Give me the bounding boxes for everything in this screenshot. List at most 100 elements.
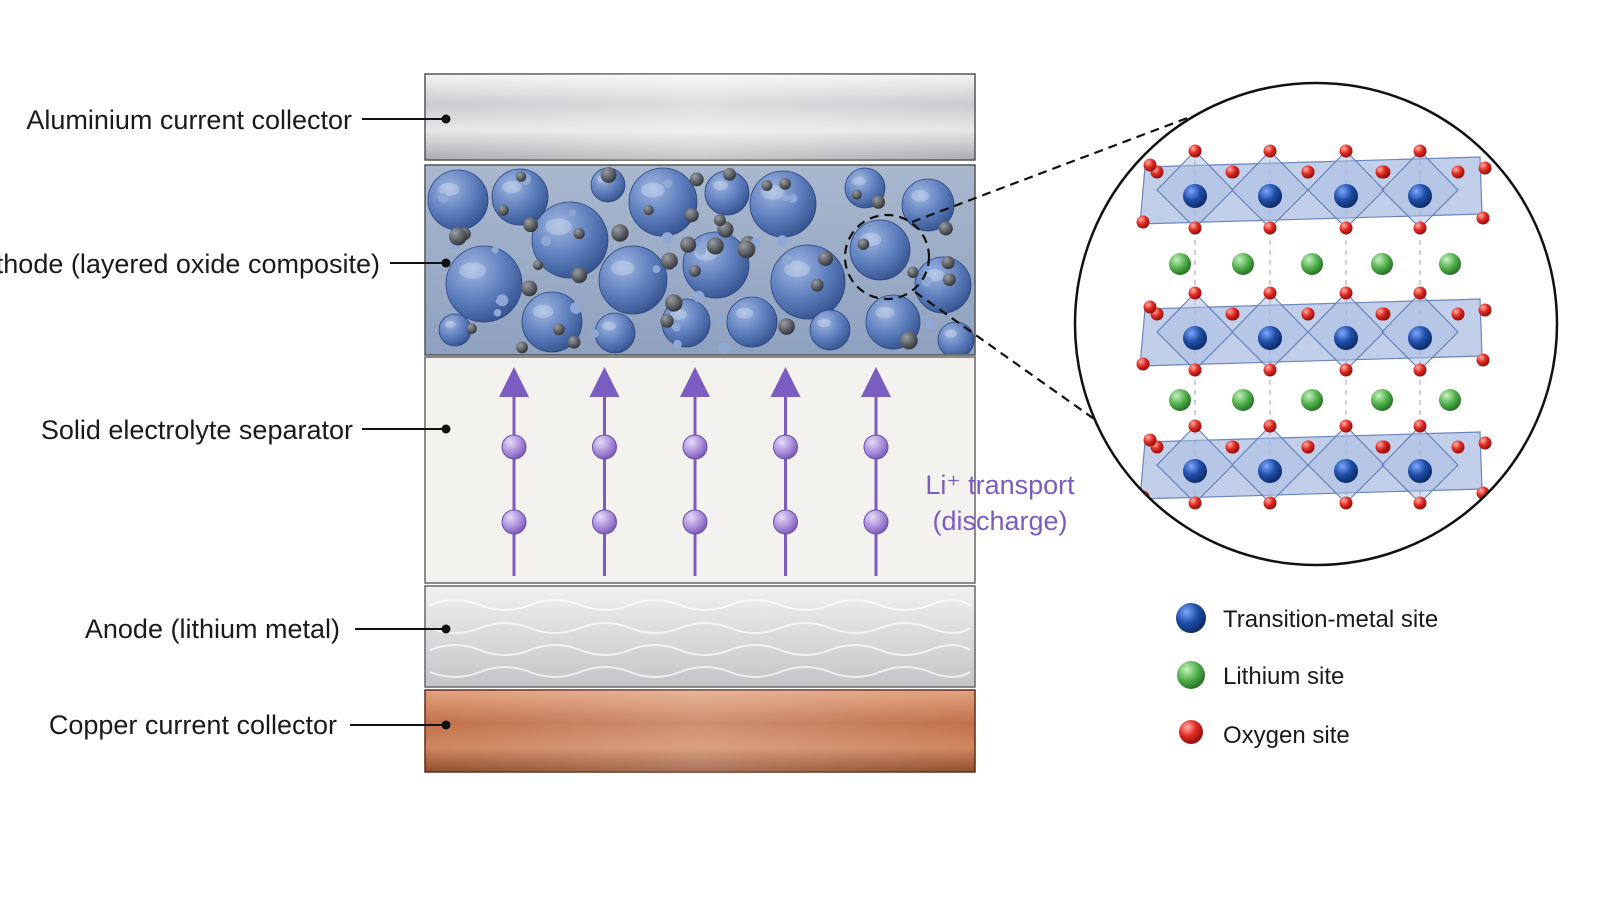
cathode-fine-particle <box>925 319 936 330</box>
carbon-particle <box>907 266 919 278</box>
lithium-ion <box>773 434 798 460</box>
carbon-particle <box>737 240 756 259</box>
carbon-particle <box>723 167 736 181</box>
lithium-atom <box>1301 389 1323 411</box>
oxygen-atom <box>1339 221 1353 235</box>
zoom-callout-top <box>911 115 1191 224</box>
oxygen-atom <box>1301 165 1315 179</box>
carbon-particle <box>900 331 918 350</box>
layer-labels: Aluminium current collector Cathode (lay… <box>0 105 451 740</box>
cathode-fine-particle <box>570 302 582 314</box>
carbon-particle <box>942 273 956 286</box>
oxygen-atom <box>1339 286 1353 300</box>
legend-lithium-label: Lithium site <box>1223 663 1344 690</box>
label-anode: Anode (lithium metal) <box>85 614 340 644</box>
carbon-particle <box>466 323 477 334</box>
oxygen-atom <box>1225 165 1239 179</box>
label-copper: Copper current collector <box>49 710 337 740</box>
oxygen-atom <box>1476 353 1490 367</box>
carbon-particle <box>516 341 528 354</box>
cathode-fine-particle <box>540 235 552 247</box>
cathode-fine-particle <box>921 276 933 287</box>
carbon-particle <box>573 227 585 240</box>
oxygen-atom <box>1339 144 1353 158</box>
oxygen-atom <box>1413 286 1427 300</box>
oxygen-atom <box>1476 211 1490 225</box>
oxygen-atom <box>1143 300 1157 314</box>
transition-metal-atom <box>1334 459 1358 483</box>
carbon-particle <box>941 256 955 270</box>
carbon-particle <box>857 238 870 251</box>
cathode-fine-particle <box>590 329 600 338</box>
cathode-particle <box>809 309 851 351</box>
anode-texture <box>429 599 971 678</box>
oxygen-atom <box>1413 496 1427 510</box>
carbon-particle <box>660 314 674 328</box>
oxygen-atom <box>1188 286 1202 300</box>
carbon-particle <box>778 318 795 335</box>
crystal-inset-border <box>1073 81 1559 567</box>
carbon-particle <box>706 237 724 255</box>
carbon-particle <box>810 278 824 292</box>
oxygen-atom <box>1478 161 1492 175</box>
lithium-atom <box>1169 389 1191 411</box>
transition-metal-atom <box>1334 184 1358 208</box>
leader-dot-copper <box>441 720 451 730</box>
oxygen-atom <box>1301 307 1315 321</box>
transition-metal-atom <box>1183 459 1207 483</box>
oxygen-atom <box>1188 419 1202 433</box>
cathode-particle <box>438 313 472 347</box>
oxygen-atom <box>1136 215 1150 229</box>
cathode-particle <box>531 201 609 279</box>
carbon-particle <box>680 236 697 253</box>
oxygen-atom <box>1413 363 1427 377</box>
cathode-fine-particle <box>776 235 788 246</box>
lithium-atom <box>1301 253 1323 275</box>
lithium-atom <box>1169 253 1191 275</box>
lithium-atom <box>1371 253 1393 275</box>
zoom-region-circle <box>843 213 931 301</box>
carbon-particle <box>817 251 834 267</box>
oxygen-atom <box>1143 433 1157 447</box>
legend-oxygen-icon <box>1179 720 1203 744</box>
oxygen-atom <box>1188 496 1202 510</box>
lithium-atom <box>1371 389 1393 411</box>
leader-dot-aluminium <box>441 114 451 124</box>
legend-transition-metal-icon <box>1176 603 1206 633</box>
lithium-ion <box>863 509 889 535</box>
oxygen-atom <box>1375 307 1389 321</box>
transition-metal-atom <box>1258 326 1282 350</box>
transition-metal-atom <box>1408 326 1432 350</box>
crystal-structure <box>1136 144 1492 510</box>
legend-transition-metal-label: Transition-metal site <box>1223 606 1438 633</box>
cathode-fine-particle <box>673 266 680 273</box>
carbon-particle <box>665 294 683 312</box>
carbon-particle <box>643 205 654 216</box>
lithium-atom <box>1439 389 1461 411</box>
transition-metal-atom <box>1408 459 1432 483</box>
oxygen-atom <box>1263 363 1277 377</box>
cathode-particle <box>726 296 778 348</box>
carbon-particle <box>552 323 565 336</box>
carbon-particle <box>689 172 704 187</box>
separator-layer <box>424 356 976 584</box>
cathode-particle <box>521 291 583 353</box>
oxygen-atom <box>1263 144 1277 158</box>
oxygen-atom <box>1451 307 1465 321</box>
anode-layer <box>424 585 976 688</box>
carbon-particle <box>523 217 539 233</box>
cathode-fine-particle <box>696 244 707 256</box>
legend-lithium-icon <box>1177 661 1205 689</box>
li-transport-arrows <box>499 367 891 576</box>
oxygen-atom <box>1413 144 1427 158</box>
cathode-fine-particle <box>718 342 730 354</box>
oxygen-atom <box>1301 440 1315 454</box>
discharge-label: (discharge) <box>932 506 1067 536</box>
oxygen-atom <box>1263 221 1277 235</box>
cathode-fine-particle <box>661 232 674 244</box>
cathode-fine-particle <box>692 290 705 303</box>
oxygen-atom <box>1136 357 1150 371</box>
oxygen-atom <box>1263 286 1277 300</box>
cathode-fine-particle <box>569 209 576 217</box>
carbon-particle <box>521 280 538 297</box>
